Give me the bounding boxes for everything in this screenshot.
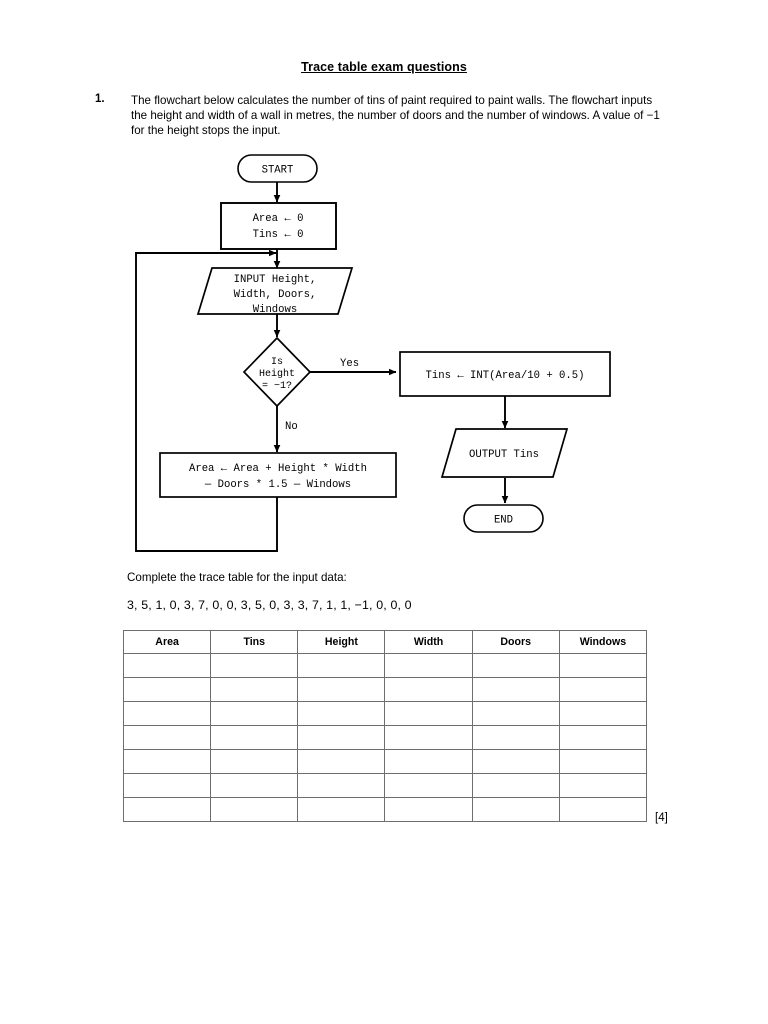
table-cell[interactable] [558,677,648,702]
table-cell[interactable] [384,701,473,726]
table-cell[interactable] [297,677,386,702]
table-cell[interactable] [122,653,212,678]
flow-node-initialise: Area ← 0 Tins ← 0 [220,202,337,250]
table-cell[interactable] [471,701,560,726]
table-cell[interactable] [210,701,299,726]
table-row [122,749,648,774]
connector-loop-back [135,252,278,552]
table-cell[interactable] [297,701,386,726]
flow-decision-line1: Is [271,357,283,368]
table-cell[interactable] [384,797,473,822]
table-cell[interactable] [122,797,212,822]
table-cell[interactable] [558,749,648,774]
table-row [122,725,648,750]
table-cell[interactable] [297,749,386,774]
table-cell[interactable] [210,653,299,678]
flow-node-end: END [463,504,544,533]
flow-input-line1: INPUT Height, [234,274,317,286]
table-cell[interactable] [471,653,560,678]
flow-area-calc-line1: Area ← Area + Height * Width [189,463,367,475]
table-cell[interactable] [558,653,648,678]
page-title: Trace table exam questions [301,60,467,74]
flow-tins-calc-label: Tins ← INT(Area/10 + 0.5) [426,370,585,382]
table-cell[interactable] [122,749,212,774]
table-cell[interactable] [122,725,212,750]
table-cell[interactable] [297,797,386,822]
flow-decision-line3: = −1? [262,381,292,392]
table-cell[interactable] [122,677,212,702]
table-cell[interactable] [471,677,560,702]
table-cell[interactable] [210,749,299,774]
flow-node-area-calc: Area ← Area + Height * Width — Doors * 1… [159,452,397,498]
table-row [122,653,648,678]
table-cell[interactable] [122,773,212,798]
table-cell[interactable] [297,725,386,750]
flow-start-label: START [262,165,294,177]
table-header-row: Area Tins Height Width Doors Windows [122,630,648,654]
table-cell[interactable] [122,701,212,726]
table-row [122,677,648,702]
table-cell[interactable] [384,677,473,702]
flow-decision-line2: Height [259,368,295,380]
flow-output-label: OUTPUT Tins [469,449,539,461]
table-cell[interactable] [558,773,648,798]
table-cell[interactable] [384,773,473,798]
column-header-height: Height [297,630,386,654]
table-cell[interactable] [210,797,299,822]
flow-node-input: INPUT Height, Width, Doors, Windows [196,267,354,316]
table-cell[interactable] [210,773,299,798]
table-cell[interactable] [471,725,560,750]
instruction-text: Complete the trace table for the input d… [127,571,347,584]
column-header-tins: Tins [210,630,299,654]
table-cell[interactable] [384,725,473,750]
question-number: 1. [95,93,105,105]
table-cell[interactable] [297,773,386,798]
flow-node-start: START [237,154,318,183]
column-header-area: Area [122,630,212,654]
table-row [122,773,648,798]
flowchart-diagram: START Area ← 0 Tins ← 0 INPUT Height, Wi… [0,140,768,560]
table-cell[interactable] [558,725,648,750]
input-data-values: 3, 5, 1, 0, 3, 7, 0, 0, 3, 5, 0, 3, 3, 7… [127,598,412,612]
flow-init-line1: Area ← 0 [253,213,304,225]
table-cell[interactable] [210,677,299,702]
table-cell[interactable] [384,749,473,774]
flow-init-line2: Tins ← 0 [253,229,304,241]
table-cell[interactable] [210,725,299,750]
table-cell[interactable] [384,653,473,678]
table-cell[interactable] [558,701,648,726]
trace-table: Area Tins Height Width Doors Windows [122,630,648,822]
flow-node-decision: Is Height = −1? [242,336,312,408]
question-text: The flowchart below calculates the numbe… [131,94,660,138]
table-row [122,797,648,822]
flow-branch-no-label: No [285,421,298,433]
marks-indicator: [4] [655,812,668,824]
column-header-width: Width [384,630,473,654]
flow-end-label: END [494,515,513,527]
table-cell[interactable] [297,653,386,678]
table-cell[interactable] [471,749,560,774]
column-header-doors: Doors [471,630,560,654]
table-cell[interactable] [558,797,648,822]
table-row [122,701,648,726]
flow-branch-yes-label: Yes [340,358,359,370]
flow-node-output: OUTPUT Tins [440,428,569,478]
flow-area-calc-line2: — Doors * 1.5 — Windows [204,479,351,491]
flow-input-line2: Width, Doors, [234,289,317,301]
flow-input-line3: Windows [253,304,298,316]
table-cell[interactable] [471,773,560,798]
column-header-windows: Windows [558,630,648,654]
flow-node-tins-calc: Tins ← INT(Area/10 + 0.5) [399,351,611,397]
table-cell[interactable] [471,797,560,822]
trace-table-body [122,653,648,822]
